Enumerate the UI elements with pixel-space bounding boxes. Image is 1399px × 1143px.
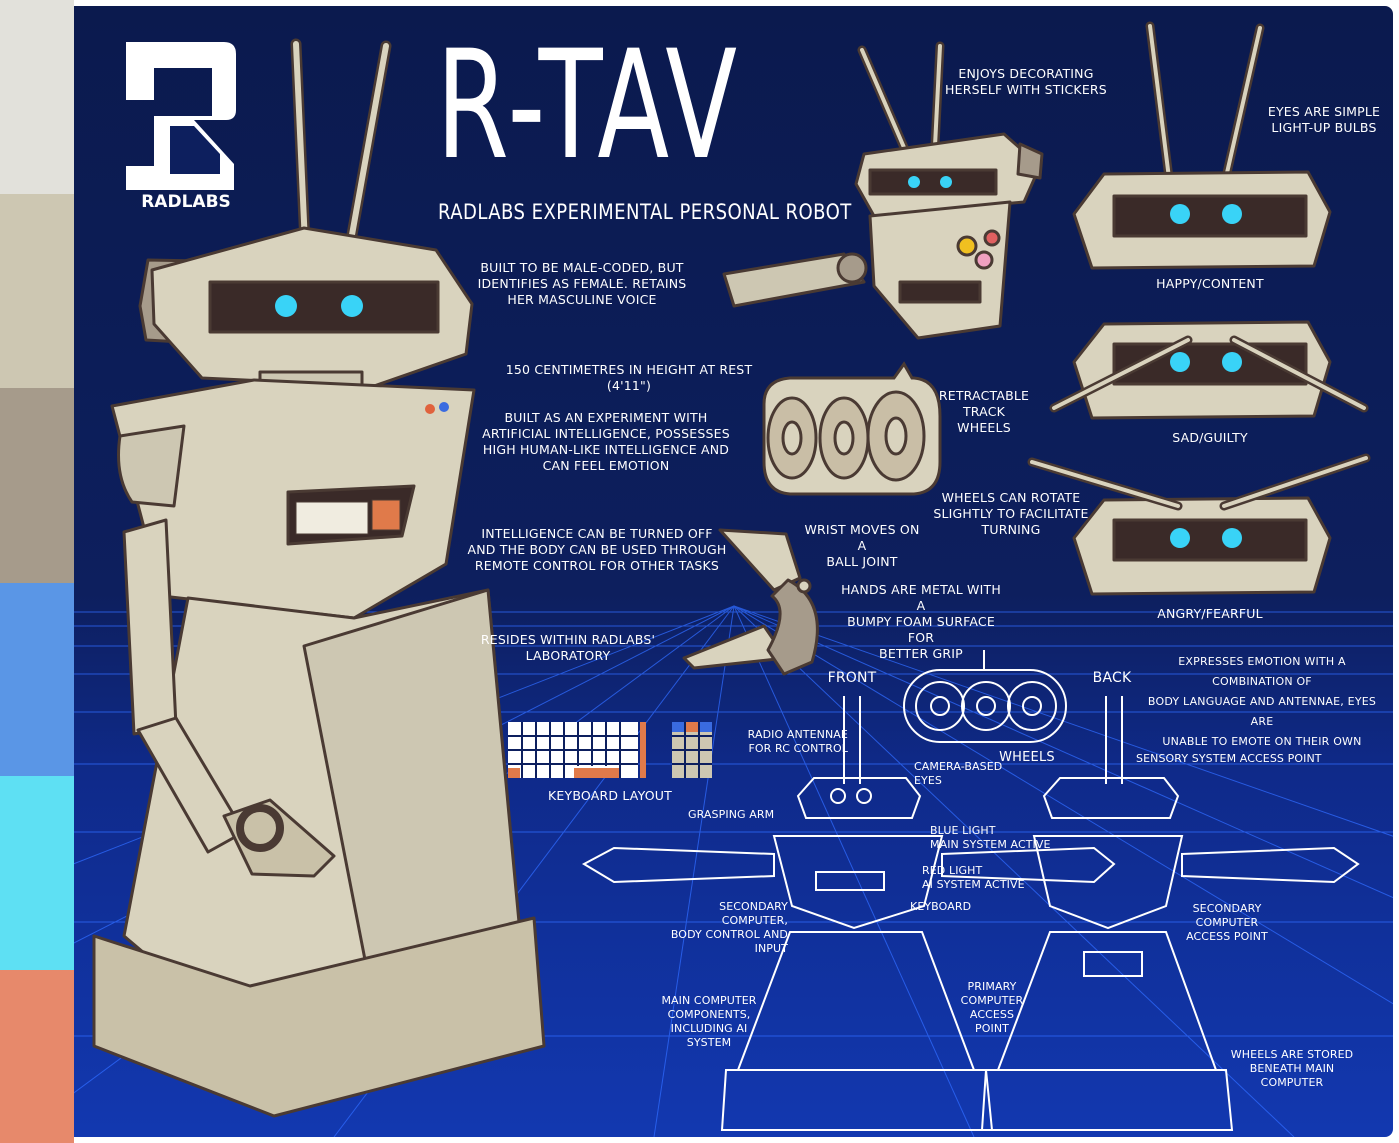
label-grasping-arm: GRASPING ARM bbox=[688, 808, 775, 821]
palette-swatch bbox=[0, 583, 74, 776]
note-emotion: EXPRESSES EMOTION WITH A COMBINATION OF … bbox=[1147, 655, 1377, 748]
blueprint-back-label: BACK bbox=[1092, 670, 1132, 686]
label-wheels-stored: WHEELS ARE STORED BENEATH MAIN COMPUTER bbox=[1230, 1048, 1354, 1089]
blueprint-wheels bbox=[903, 650, 1067, 743]
note-track-wheels: RETRACTABLE TRACK WHEELS bbox=[938, 388, 1030, 435]
blueprint-back bbox=[980, 696, 1360, 1131]
hand-illustration bbox=[682, 528, 819, 676]
keyboard-layout-label: KEYBOARD LAYOUT bbox=[548, 788, 672, 803]
note-wheels-rotate: WHEELS CAN ROTATE SLIGHTLY TO FACILITATE… bbox=[933, 490, 1089, 537]
label-blue-light: BLUE LIGHT MAIN SYSTEM ACTIVE bbox=[930, 824, 1051, 851]
radlabs-logo-icon bbox=[126, 42, 236, 190]
expression-sad-label: SAD/GUILTY bbox=[1172, 430, 1248, 445]
keyboard-layout-diagram bbox=[508, 722, 712, 778]
expression-heads bbox=[1027, 21, 1371, 596]
palette-swatch bbox=[0, 194, 74, 388]
note-eyes-simple: EYES ARE SIMPLE LIGHT-UP BULBS bbox=[1267, 104, 1381, 135]
note-remote: INTELLIGENCE CAN BE TURNED OFF AND THE B… bbox=[467, 526, 727, 573]
label-red-light: RED LIGHT AI SYSTEM ACTIVE bbox=[922, 864, 1025, 891]
note-wrist: WRIST MOVES ON A BALL JOINT bbox=[804, 522, 920, 569]
blueprint-wheels-label: WHEELS bbox=[999, 750, 1055, 765]
note-hands: HANDS ARE METAL WITH A BUMPY FOAM SURFAC… bbox=[841, 582, 1001, 661]
reference-sheet: RADLABS R-TAV RADLABS EXPERIMENTAL PERSO… bbox=[74, 6, 1393, 1137]
robot-main-illustration bbox=[92, 38, 546, 1118]
palette-swatch bbox=[0, 970, 74, 1143]
label-sensory-access: SENSORY SYSTEM ACCESS POINT bbox=[1136, 752, 1322, 765]
palette-swatch bbox=[0, 776, 74, 970]
expression-happy-label: HAPPY/CONTENT bbox=[1156, 276, 1264, 291]
page-title: R-TAV bbox=[436, 19, 740, 193]
note-resides: RESIDES WITHIN RADLABS' LABORATORY bbox=[480, 632, 656, 663]
label-radio-antennae: RADIO ANTENNAE FOR RC CONTROL bbox=[747, 728, 848, 755]
note-ai: BUILT AS AN EXPERIMENT WITH ARTIFICIAL I… bbox=[482, 410, 730, 473]
artwork bbox=[74, 21, 1393, 1137]
label-secondary-access: SECONDARY COMPUTER ACCESS POINT bbox=[1186, 902, 1268, 943]
head-stickers-illustration bbox=[722, 41, 1044, 340]
expression-angry-label: ANGRY/FEARFUL bbox=[1157, 606, 1263, 621]
label-keyboard: KEYBOARD bbox=[910, 900, 972, 913]
note-height: 150 CENTIMETRES IN HEIGHT AT REST (4'11"… bbox=[505, 362, 753, 393]
track-wheels-illustration bbox=[762, 361, 942, 496]
color-palette bbox=[0, 0, 74, 1143]
label-secondary-computer: SECONDARY COMPUTER, BODY CONTROL AND INP… bbox=[670, 900, 788, 955]
label-primary-access: PRIMARY COMPUTER ACCESS POINT bbox=[960, 980, 1024, 1035]
note-stickers: ENJOYS DECORATING HERSELF WITH STICKERS bbox=[945, 66, 1107, 97]
page-subtitle: RADLABS EXPERIMENTAL PERSONAL ROBOT bbox=[438, 200, 852, 224]
logo-wordmark: RADLABS bbox=[141, 192, 231, 212]
blueprint-front-label: FRONT bbox=[827, 670, 877, 686]
label-camera-eyes: CAMERA-BASED EYES bbox=[914, 760, 1003, 787]
label-main-computer: MAIN COMPUTER COMPONENTS, INCLUDING AI S… bbox=[661, 994, 757, 1049]
note-male-coded: BUILT TO BE MALE-CODED, BUT IDENTIFIES A… bbox=[477, 260, 687, 307]
palette-swatch bbox=[0, 0, 74, 194]
palette-swatch bbox=[0, 388, 74, 583]
